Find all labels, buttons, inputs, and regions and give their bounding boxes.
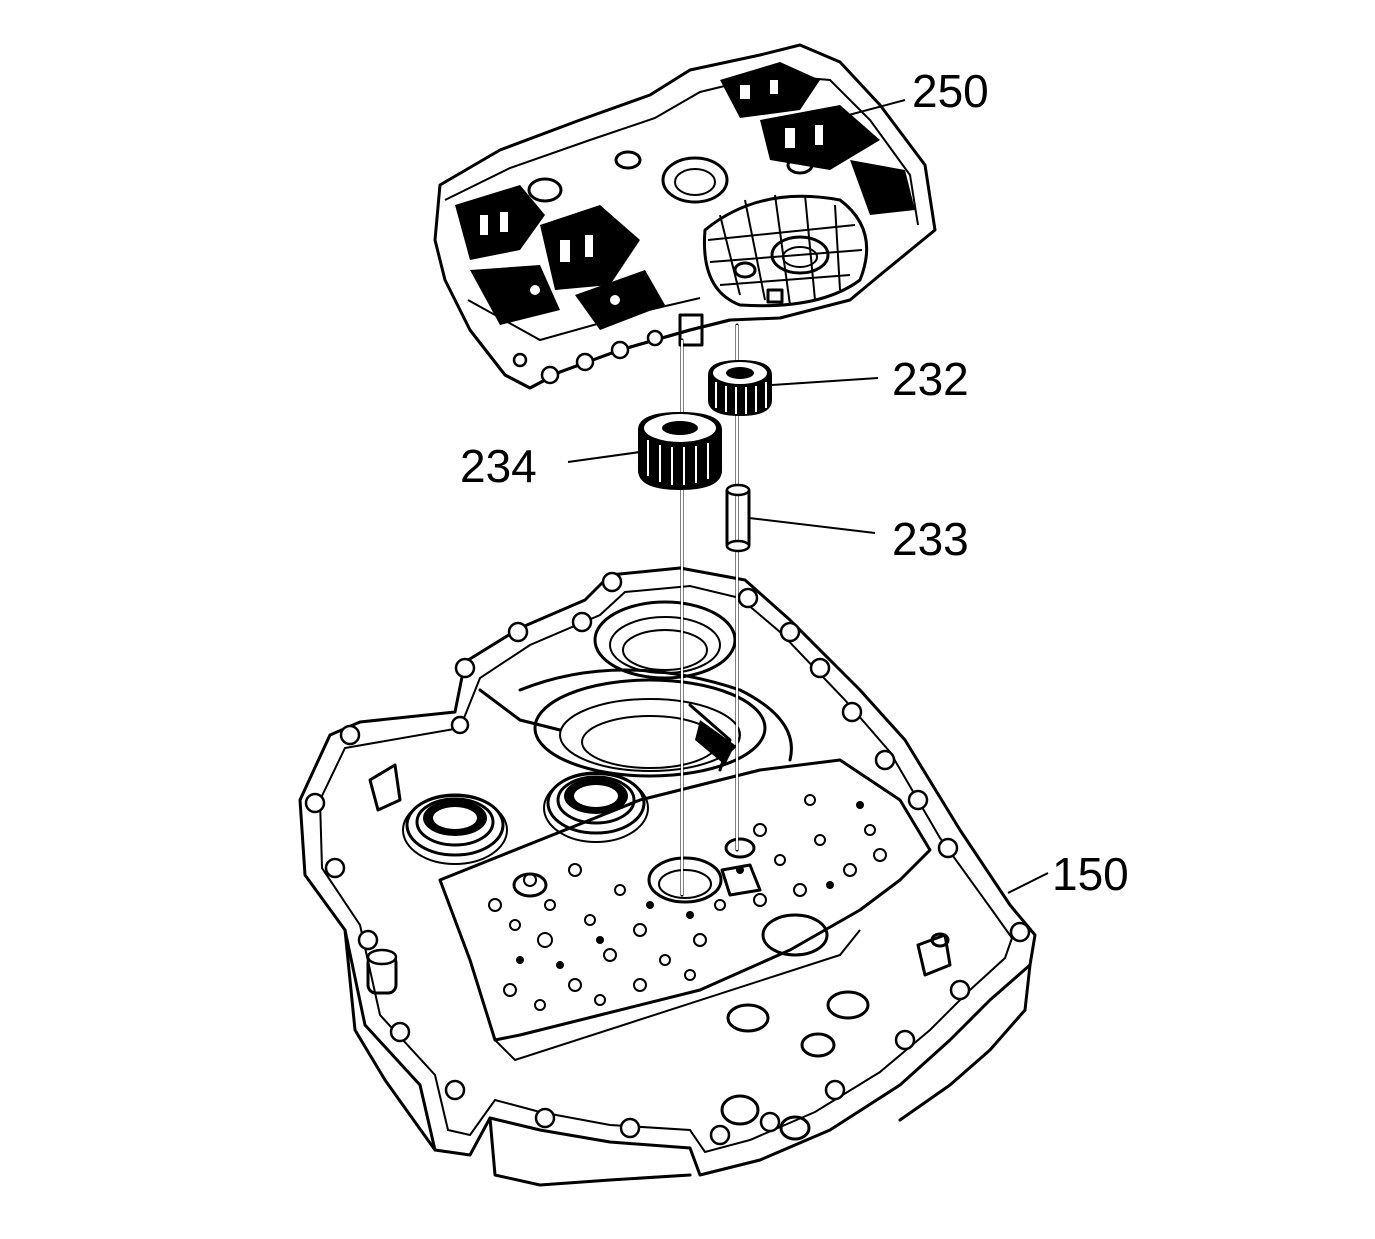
flange-bolt-holes: [304, 571, 1031, 1146]
gear-234: [638, 412, 722, 490]
sleeve-233: [725, 483, 751, 553]
callout-232: 232: [892, 353, 969, 405]
valve-body-channels: [455, 62, 915, 330]
valve-body: [433, 43, 937, 390]
left-bearing: [402, 793, 508, 865]
center-bearing: [543, 771, 649, 843]
callout-234: 234: [460, 440, 537, 492]
gear-232: [708, 360, 772, 416]
callout-233: 233: [892, 513, 969, 565]
callout-150: 150: [1052, 848, 1129, 900]
transmission-case: [298, 566, 1037, 1187]
plate-passage-holes: [488, 794, 887, 1011]
valve-body-front-ports: [512, 329, 664, 385]
callout-250: 250: [912, 65, 989, 117]
valve-body-grid-plate: [702, 194, 869, 308]
leader-lines: [567, 99, 1049, 894]
main-bore: [478, 600, 793, 778]
